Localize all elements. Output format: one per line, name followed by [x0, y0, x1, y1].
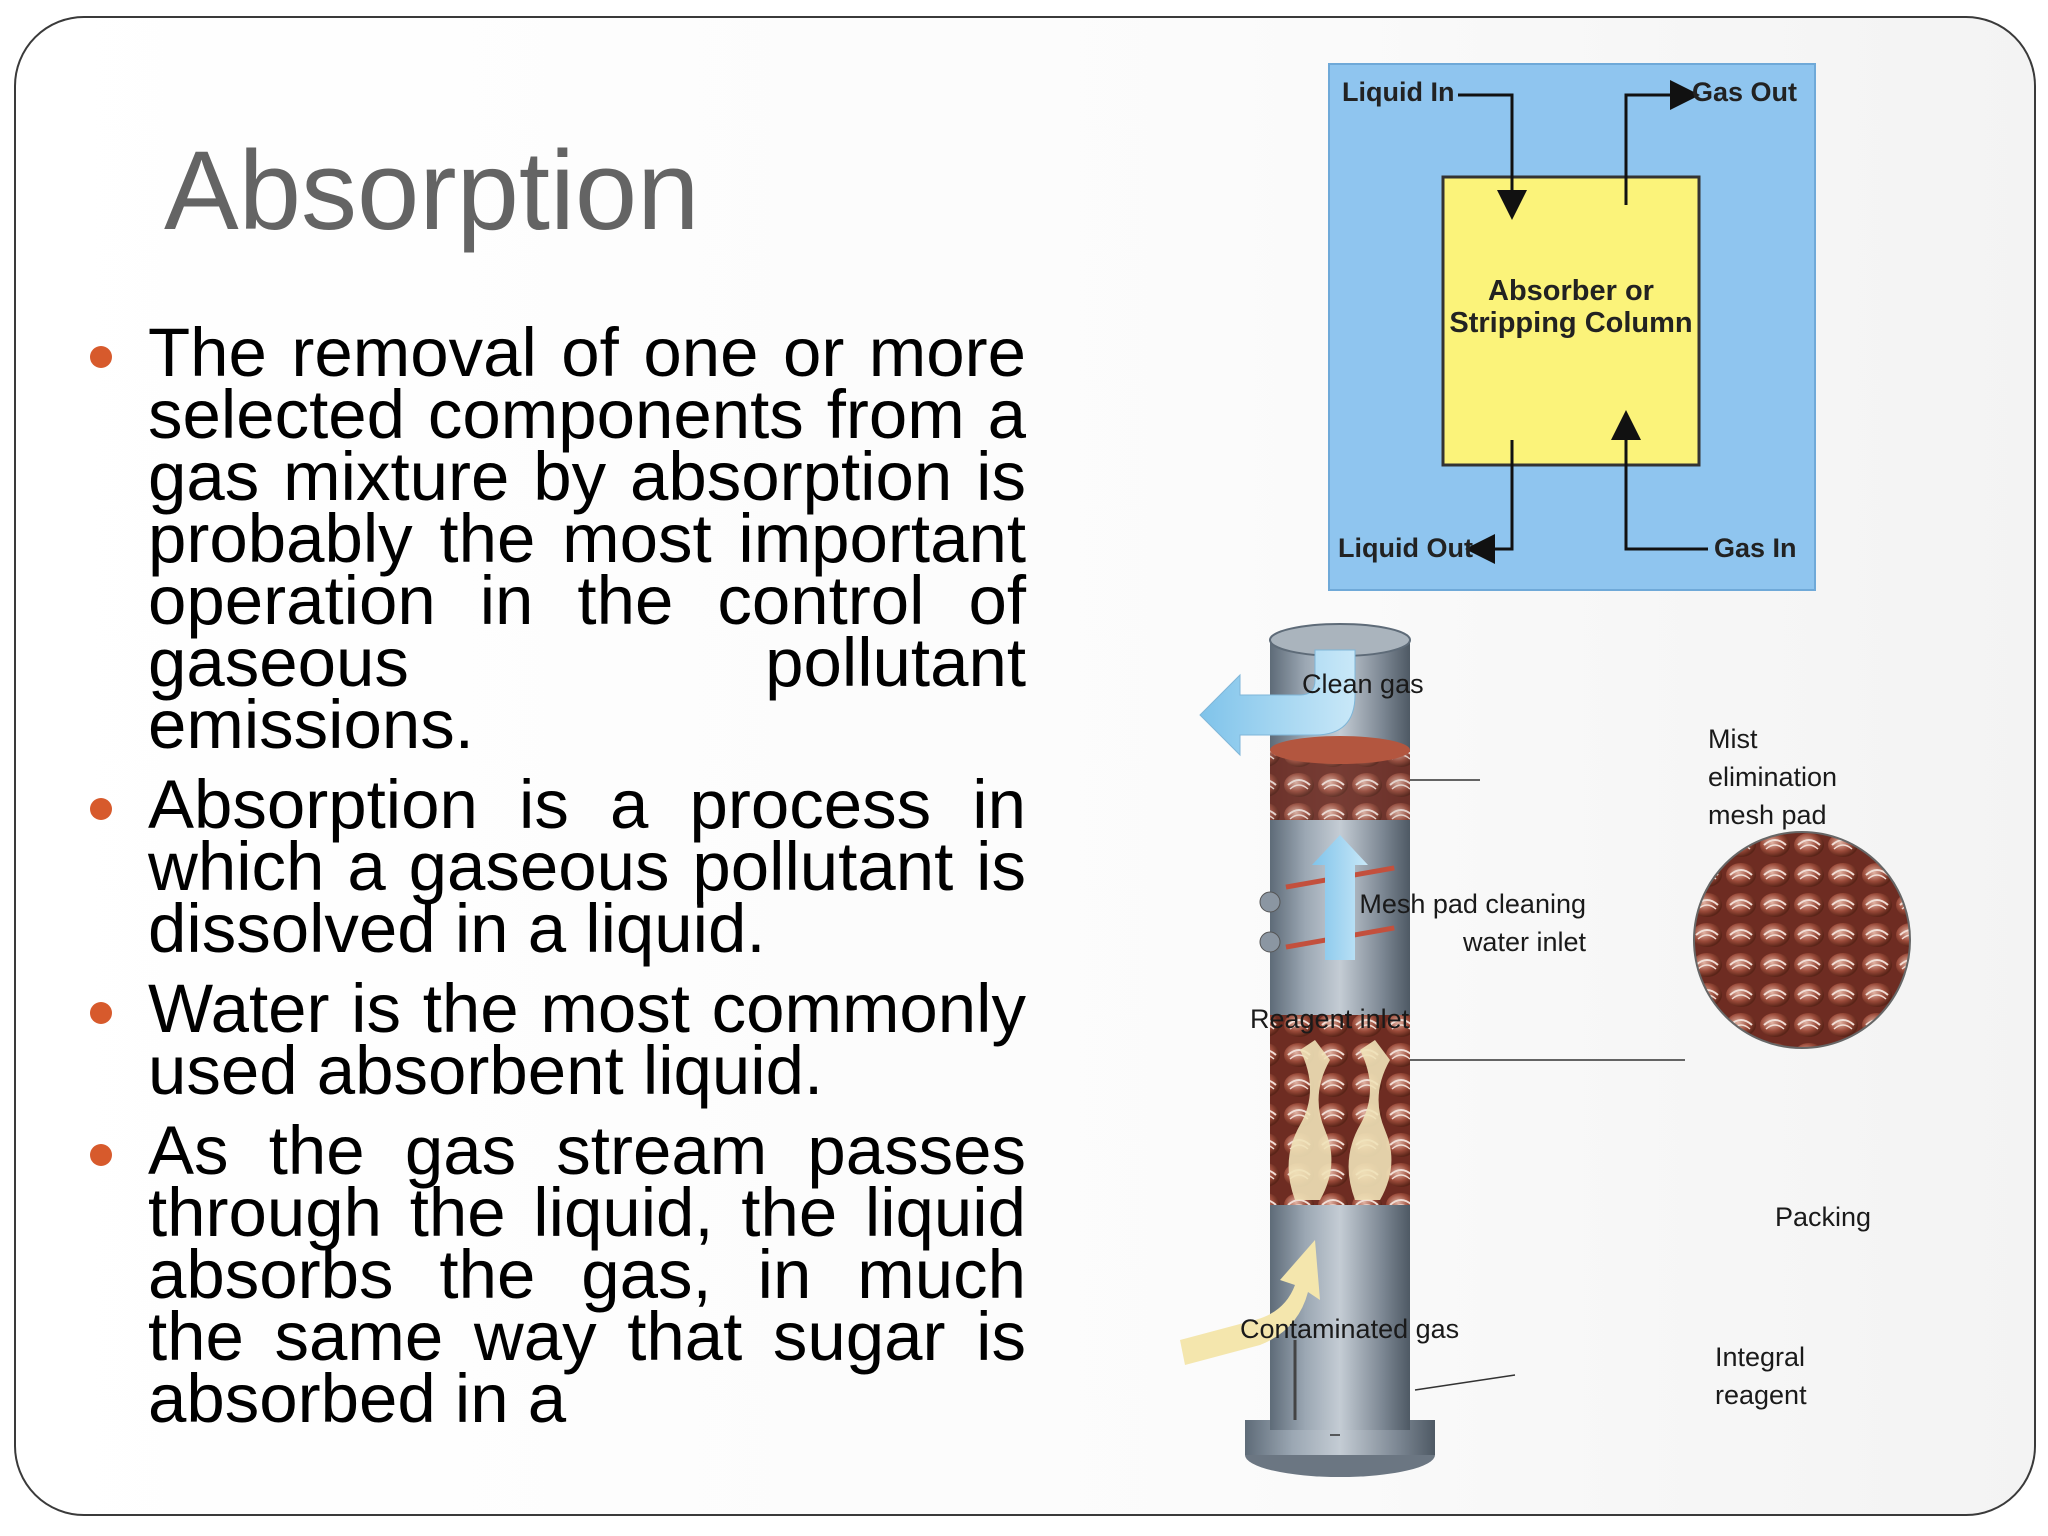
liquid-in-arrow — [1458, 93, 1527, 220]
bullet-dot-icon — [90, 346, 112, 368]
bullet-dot-icon — [90, 1002, 112, 1024]
gas-in-label: Gas In — [1714, 533, 1797, 563]
slide-title: Absorption — [164, 128, 700, 253]
flow-diagram-svg — [1441, 80, 1708, 564]
leader-line — [1414, 1374, 1516, 1391]
bullet-list: The removal of one or more selected comp… — [86, 318, 1026, 1448]
packing-closeup — [1693, 831, 1911, 1049]
bullet-dot-icon — [90, 798, 112, 820]
absorber-box — [1441, 175, 1701, 467]
bullet-item: Water is the most commonly used absorben… — [86, 974, 1026, 1105]
mist-pad-label: Mist elimination mesh pad — [1708, 724, 1838, 830]
box-label-line: Absorber or — [1488, 275, 1654, 307]
bullet-item: The removal of one or more selected comp… — [86, 318, 1026, 759]
bullet-text: Absorption is a process in which a gaseo… — [148, 766, 1026, 967]
integral-reagent-label: Integral reagent — [1715, 1342, 1807, 1410]
absorber-box-label: Absorber or Stripping Column — [1443, 275, 1699, 339]
absorber-flow-diagram: Liquid In Gas Out Absorber or Stripping … — [1328, 63, 1816, 591]
inlet-flange — [1259, 891, 1281, 913]
packing-label: Packing — [1775, 1202, 1872, 1232]
gas-wave-arrow — [1288, 1040, 1332, 1200]
gas-in-arrow — [1611, 410, 1708, 551]
gas-out-arrow — [1624, 80, 1700, 205]
contaminated-gas-arrow — [1180, 1240, 1320, 1365]
gas-out-label: Gas Out — [1692, 77, 1798, 107]
bullet-text: The removal of one or more selected comp… — [148, 314, 1026, 763]
inlet-flange — [1259, 931, 1281, 953]
liquid-in-label: Liquid In — [1342, 77, 1455, 107]
gas-wave-arrow — [1348, 1040, 1392, 1200]
bullet-item: As the gas stream passes through the liq… — [86, 1116, 1026, 1433]
mesh-pad-cleaning-label: Mesh pad cleaning water inlet — [1359, 889, 1586, 957]
absorption-column-illustration: Clean gas Mist elimination mesh pad Mesh… — [1104, 620, 1940, 1490]
liquid-out-label: Liquid Out — [1338, 533, 1473, 563]
column-svg — [1104, 623, 1911, 1477]
bullet-item: Absorption is a process in which a gaseo… — [86, 770, 1026, 963]
liquid-out-arrow — [1465, 440, 1514, 564]
clean-gas-label: Clean gas — [1302, 669, 1424, 699]
box-label-line: Stripping Column — [1449, 307, 1693, 339]
gas-flow-arrow — [1312, 835, 1368, 960]
mist-pad-top — [1270, 736, 1410, 764]
bullet-dot-icon — [90, 1144, 112, 1166]
clean-gas-arrow — [1199, 649, 1356, 757]
reagent-inlet-label: Reagent inlet — [1250, 1004, 1410, 1034]
contaminated-gas-label: Contaminated gas — [1240, 1314, 1460, 1344]
bullet-text: Water is the most commonly used absorben… — [148, 970, 1026, 1109]
bullet-text: As the gas stream passes through the liq… — [148, 1112, 1026, 1437]
